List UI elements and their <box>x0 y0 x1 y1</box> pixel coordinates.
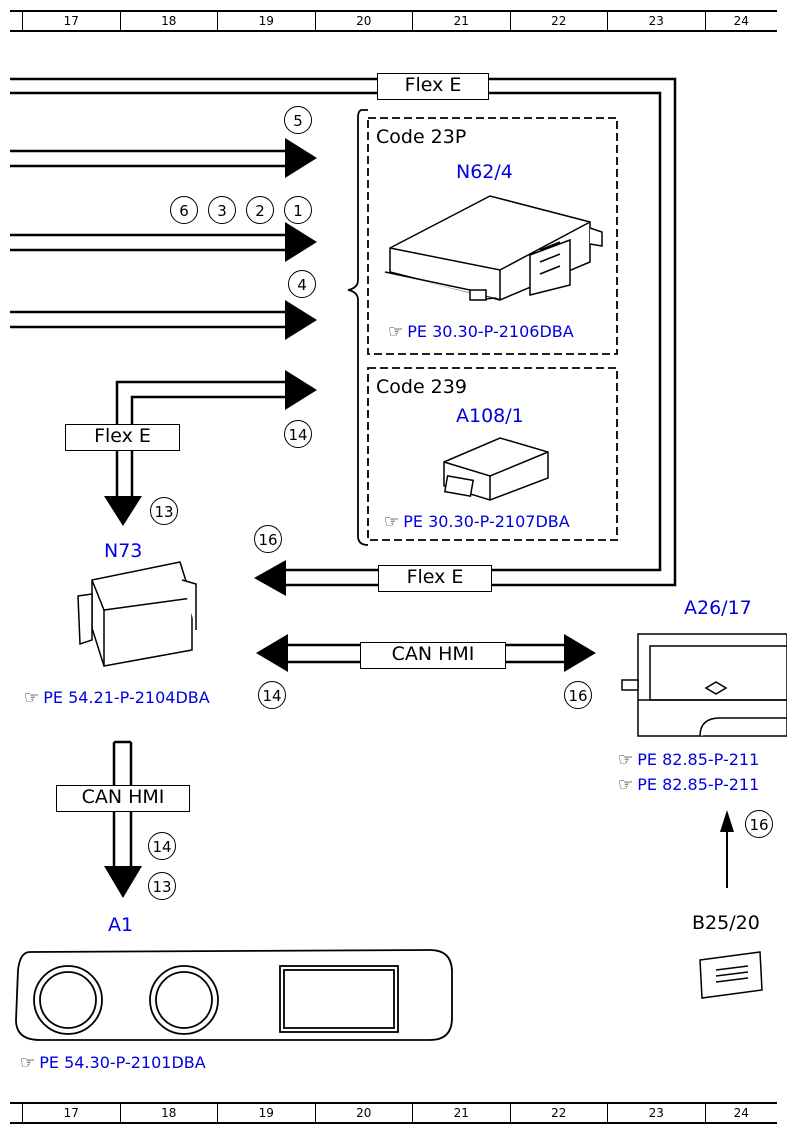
flex-e-left-inner <box>130 395 290 500</box>
arrowhead-flex-e-bottom <box>254 560 286 596</box>
reference-a1[interactable]: ☞PE 54.30-P-2101DBA <box>20 1053 206 1073</box>
ruler-cell: 23 <box>607 12 705 30</box>
reference-text: PE 82.85-P-211 <box>637 750 760 769</box>
circled-number: 14 <box>258 681 286 709</box>
reference-text: PE 30.30-P-2107DBA <box>403 512 570 531</box>
ruler-cell: 17 <box>22 1104 120 1122</box>
ruler-cell: 21 <box>412 1104 510 1122</box>
ruler-cell: 23 <box>607 1104 705 1122</box>
reference-text: PE 54.21-P-2104DBA <box>43 688 210 707</box>
code-23p-box <box>367 117 618 355</box>
arrowhead-can-down <box>104 866 142 898</box>
pointing-hand-icon: ☞ <box>618 750 634 770</box>
ruler-cell: 22 <box>509 1104 608 1122</box>
circled-number: 5 <box>284 106 312 134</box>
a108-1-device <box>443 437 549 501</box>
ruler-cell: 20 <box>314 1104 413 1122</box>
flex-e-label-left: Flex E <box>65 424 180 451</box>
can-hmi-label-horizontal: CAN HMI <box>360 642 506 669</box>
ruler-cell: 19 <box>217 1104 315 1122</box>
ruler-cell: 22 <box>509 12 608 30</box>
circled-number: 14 <box>284 420 312 448</box>
ruler-cell: 20 <box>314 12 413 30</box>
circled-number: 1 <box>284 196 312 224</box>
flex-e-loop-outer <box>10 77 677 587</box>
a26-17-device <box>621 633 787 737</box>
circled-number: 2 <box>246 196 274 224</box>
pointing-hand-icon: ☞ <box>20 1053 36 1073</box>
component-b25-20: B25/20 <box>692 912 760 934</box>
code-239-box <box>367 367 618 541</box>
reference-a26-17-second[interactable]: ☞PE 82.85-P-211 <box>618 775 759 795</box>
reference-text: PE 30.30-P-2106DBA <box>407 322 574 341</box>
pointing-hand-icon: ☞ <box>384 512 400 532</box>
flex-e-label-top: Flex E <box>377 73 489 100</box>
component-a26-17[interactable]: A26/17 <box>684 597 752 619</box>
b25-20-device <box>699 951 763 999</box>
reference-text: PE 54.30-P-2101DBA <box>39 1053 206 1072</box>
circled-number: 16 <box>564 681 592 709</box>
circled-number: 13 <box>148 872 176 900</box>
circled-number: 14 <box>148 832 176 860</box>
a1-device <box>15 949 453 1041</box>
component-n62-4[interactable]: N62/4 <box>456 161 513 183</box>
flex-e-label-bottom: Flex E <box>378 565 492 592</box>
pointing-hand-icon: ☞ <box>24 688 40 708</box>
pointing-hand-icon: ☞ <box>388 322 404 342</box>
circled-number: 3 <box>208 196 236 224</box>
arrowhead-b25 <box>720 810 734 832</box>
can-hmi-label-vertical: CAN HMI <box>56 785 190 812</box>
ruler-cell: 18 <box>119 12 218 30</box>
reference-n73[interactable]: ☞PE 54.21-P-2104DBA <box>24 688 210 708</box>
arrowhead-13 <box>104 496 142 526</box>
arrowhead-5 <box>285 138 317 178</box>
reference-n62-4[interactable]: ☞PE 30.30-P-2106DBA <box>388 322 574 342</box>
ruler-cell: 19 <box>217 12 315 30</box>
top-ruler: 17 18 19 20 21 22 23 24 <box>10 10 777 32</box>
n62-4-device <box>384 195 603 301</box>
ruler-cell: 21 <box>412 12 510 30</box>
ruler-cell: 24 <box>704 1104 778 1122</box>
component-n73[interactable]: N73 <box>104 540 143 562</box>
reference-text: PE 82.85-P-211 <box>637 775 760 794</box>
ruler-cell: 24 <box>704 12 778 30</box>
code-23p-title: Code 23P <box>376 126 467 148</box>
flex-e-left-outer <box>115 380 290 500</box>
arrowhead-4 <box>285 300 317 340</box>
arrowhead-14 <box>285 370 317 410</box>
circled-number: 4 <box>288 270 316 298</box>
reference-a26-17-first[interactable]: ☞PE 82.85-P-211 <box>618 750 759 770</box>
n73-device <box>77 561 197 667</box>
circled-number: 16 <box>254 525 282 553</box>
pointing-hand-icon: ☞ <box>618 775 634 795</box>
arrowhead-can-left <box>256 634 288 672</box>
circled-number: 16 <box>745 810 773 838</box>
arrowhead-can-right <box>564 634 596 672</box>
bottom-ruler: 17 18 19 20 21 22 23 24 <box>10 1102 777 1124</box>
arrowhead-1 <box>285 222 317 262</box>
ruler-cell: 17 <box>22 12 120 30</box>
component-a108-1[interactable]: A108/1 <box>456 405 524 427</box>
ruler-cell: 18 <box>119 1104 218 1122</box>
component-a1[interactable]: A1 <box>108 914 134 936</box>
option-brace <box>347 109 369 546</box>
code-239-title: Code 239 <box>376 376 467 398</box>
circled-number: 13 <box>150 497 178 525</box>
circled-number: 6 <box>170 196 198 224</box>
reference-a108-1[interactable]: ☞PE 30.30-P-2107DBA <box>384 512 570 532</box>
